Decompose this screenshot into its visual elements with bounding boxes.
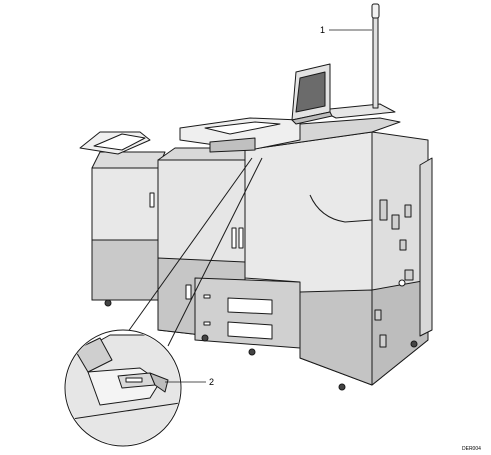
paper-trays — [194, 277, 301, 349]
right-unit — [244, 117, 433, 386]
finisher-unit — [79, 131, 166, 301]
control-panel — [291, 63, 333, 125]
callout-2-number: 2 — [209, 377, 214, 387]
magnifier-leader — [124, 157, 263, 347]
detail-magnifier — [64, 329, 182, 447]
casters — [104, 299, 418, 391]
status-indicator-pole — [371, 3, 380, 109]
front-cover-latch — [117, 372, 169, 393]
callout-2: 2 — [165, 377, 214, 387]
figure-code: DER004 — [462, 446, 481, 452]
callout-1: 1 — [320, 25, 372, 35]
callout-1-number: 1 — [320, 25, 325, 35]
scanner-unit — [179, 103, 396, 153]
printer-body — [79, 3, 433, 391]
